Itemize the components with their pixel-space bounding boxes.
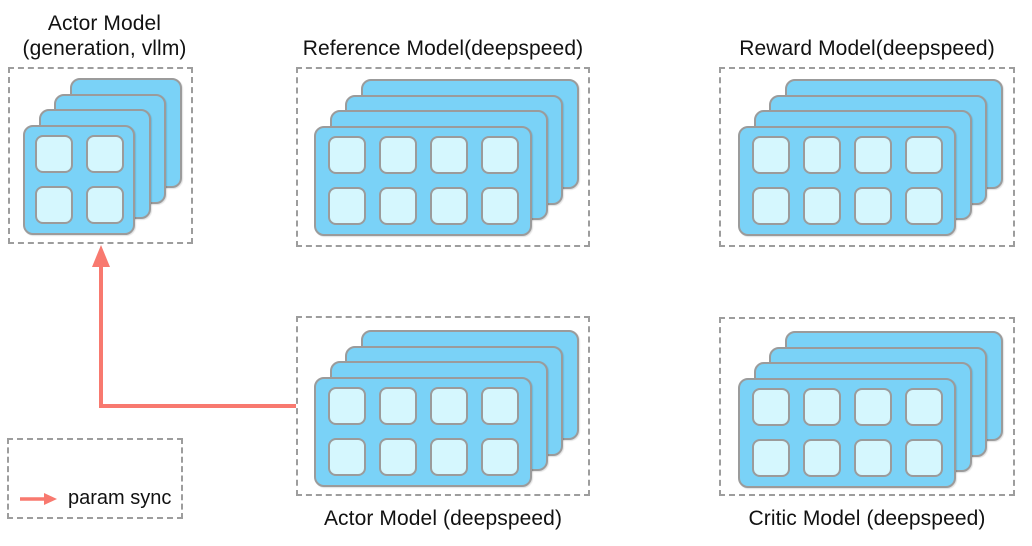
legend-box: param sync bbox=[7, 438, 183, 519]
actor-vllm-box bbox=[8, 67, 193, 244]
gpu-cell bbox=[802, 388, 841, 426]
gpu-cell bbox=[751, 439, 790, 477]
gpu-cell bbox=[327, 136, 366, 174]
gpu-cell bbox=[378, 438, 417, 476]
gpu-cell bbox=[327, 438, 366, 476]
gpu-cell bbox=[480, 438, 519, 476]
gpu-cell bbox=[378, 136, 417, 174]
gpu-card-front bbox=[23, 124, 135, 235]
gpu-cell bbox=[85, 186, 124, 224]
critic-model-box bbox=[719, 317, 1015, 496]
gpu-cell bbox=[34, 186, 73, 224]
gpu-cell bbox=[751, 187, 790, 225]
gpu-cell bbox=[429, 187, 468, 225]
gpu-cell bbox=[904, 187, 943, 225]
gpu-cell bbox=[480, 387, 519, 425]
actor-vllm-title: Actor Model (generation, vllm) bbox=[2, 11, 207, 61]
reference-model-title: Reference Model(deepspeed) bbox=[302, 37, 584, 60]
gpu-cell bbox=[378, 187, 417, 225]
gpu-cell bbox=[327, 387, 366, 425]
gpu-cell bbox=[34, 135, 73, 173]
actor-deepspeed-title: Actor Model (deepspeed) bbox=[323, 507, 563, 530]
actor-deepspeed-box bbox=[296, 316, 590, 496]
critic-model-title: Critic Model (deepspeed) bbox=[748, 507, 986, 530]
gpu-cell bbox=[85, 135, 124, 173]
gpu-cell bbox=[802, 187, 841, 225]
gpu-card-front bbox=[314, 376, 532, 487]
gpu-cell bbox=[378, 387, 417, 425]
gpu-cell bbox=[802, 439, 841, 477]
reference-model-box bbox=[296, 67, 590, 247]
gpu-cell bbox=[904, 439, 943, 477]
gpu-cell bbox=[480, 187, 519, 225]
gpu-cell bbox=[429, 438, 468, 476]
gpu-cell bbox=[853, 439, 892, 477]
legend-label: param sync bbox=[68, 487, 172, 509]
gpu-cell bbox=[751, 136, 790, 174]
legend-row: param sync bbox=[19, 487, 171, 510]
actor-vllm-title-line2: (generation, vllm) bbox=[22, 37, 187, 60]
param-sync-arrow-icon bbox=[20, 492, 57, 505]
gpu-cell bbox=[480, 136, 519, 174]
gpu-cell bbox=[751, 388, 790, 426]
gpu-cell bbox=[904, 388, 943, 426]
gpu-cell bbox=[429, 387, 468, 425]
gpu-cell bbox=[429, 136, 468, 174]
gpu-cell bbox=[853, 187, 892, 225]
gpu-card-front bbox=[738, 377, 956, 488]
gpu-cell bbox=[853, 388, 892, 426]
gpu-card-front bbox=[738, 125, 956, 236]
gpu-card-front bbox=[314, 125, 532, 236]
gpu-cell bbox=[904, 136, 943, 174]
gpu-cell bbox=[802, 136, 841, 174]
gpu-cell bbox=[853, 136, 892, 174]
gpu-cell bbox=[327, 187, 366, 225]
reward-model-box bbox=[719, 67, 1015, 247]
reward-model-title: Reward Model(deepspeed) bbox=[739, 37, 995, 60]
actor-vllm-title-line1: Actor Model bbox=[47, 12, 162, 35]
